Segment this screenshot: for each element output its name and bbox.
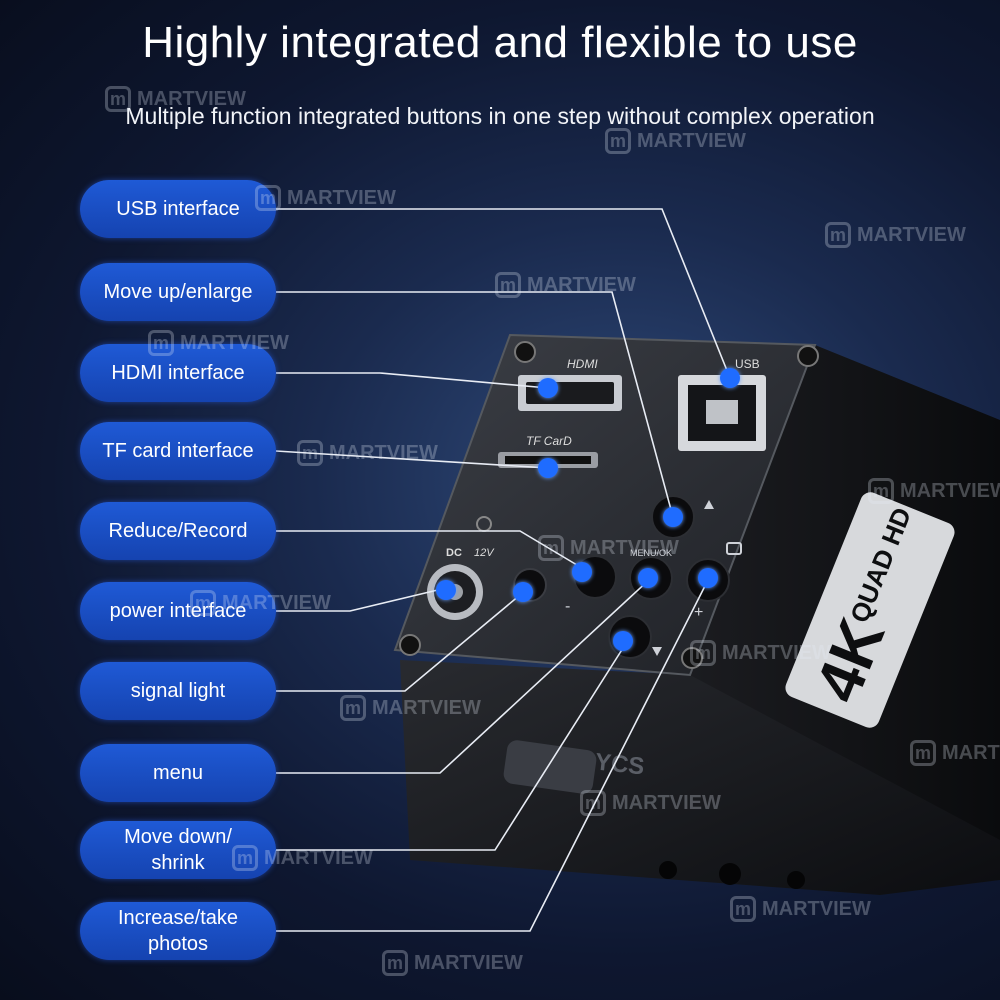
callout-power-interface: power interface bbox=[80, 582, 276, 640]
leader-line bbox=[276, 291, 674, 518]
page-title: Highly integrated and flexible to use bbox=[142, 18, 858, 67]
usb-port-label: USB bbox=[735, 357, 760, 371]
tf-dot-icon bbox=[538, 458, 558, 478]
up-dot-icon bbox=[663, 507, 683, 527]
leader-line bbox=[276, 208, 731, 379]
callout-move-up-enlarge: Move up/enlarge bbox=[80, 263, 276, 321]
menu-ok-label: MENU/OK bbox=[630, 548, 672, 558]
callout-move-down-shrink: Move down/ shrink bbox=[80, 821, 276, 879]
down-dot-icon bbox=[613, 631, 633, 651]
usb-dot-icon bbox=[720, 368, 740, 388]
screw-icon bbox=[399, 634, 421, 656]
leader-line bbox=[276, 577, 652, 774]
page-subtitle: Multiple function integrated buttons in … bbox=[125, 103, 875, 129]
camera-photo-icon bbox=[726, 542, 742, 555]
leader-line bbox=[276, 579, 709, 932]
callout-hdmi-interface: HDMI interface bbox=[80, 344, 276, 402]
record-dot-icon bbox=[572, 562, 592, 582]
leader-line bbox=[275, 450, 549, 469]
plus-label: + bbox=[694, 604, 703, 621]
hdmi-port-label: HDMI bbox=[567, 357, 598, 371]
callout-signal-light: signal light bbox=[80, 662, 276, 720]
leader-lines bbox=[275, 208, 731, 932]
tf-slot-label: TF CarD bbox=[526, 434, 572, 448]
callout-usb-interface: USB interface bbox=[80, 180, 276, 238]
screw-icon bbox=[514, 341, 536, 363]
photo-dot-icon bbox=[698, 568, 718, 588]
screw-icon bbox=[797, 345, 819, 367]
dc-label: DC bbox=[446, 547, 462, 559]
callout-menu: menu bbox=[80, 744, 276, 802]
brand-logo-icon bbox=[503, 740, 597, 794]
signal-dot-icon bbox=[513, 582, 533, 602]
leader-line bbox=[276, 372, 549, 389]
leader-line bbox=[276, 636, 631, 851]
power-dot-icon bbox=[436, 580, 456, 600]
minus-label: - bbox=[565, 598, 570, 615]
menu-dot-icon bbox=[638, 568, 658, 588]
4k-badge: 4K QUAD HD bbox=[785, 492, 955, 728]
screw-icon bbox=[681, 647, 703, 669]
hdmi-dot-icon bbox=[538, 378, 558, 398]
down-arrow-icon bbox=[652, 647, 662, 656]
callout-increase-take-photos: Increase/take photos bbox=[80, 902, 276, 960]
leader-line bbox=[276, 594, 521, 692]
voltage-label: 12V bbox=[474, 547, 495, 559]
callout-reduce-record: Reduce/Record bbox=[80, 502, 276, 560]
leader-line bbox=[276, 587, 447, 612]
callout-tf-card-interface: TF card interface bbox=[80, 422, 276, 480]
up-arrow-icon bbox=[704, 500, 714, 509]
